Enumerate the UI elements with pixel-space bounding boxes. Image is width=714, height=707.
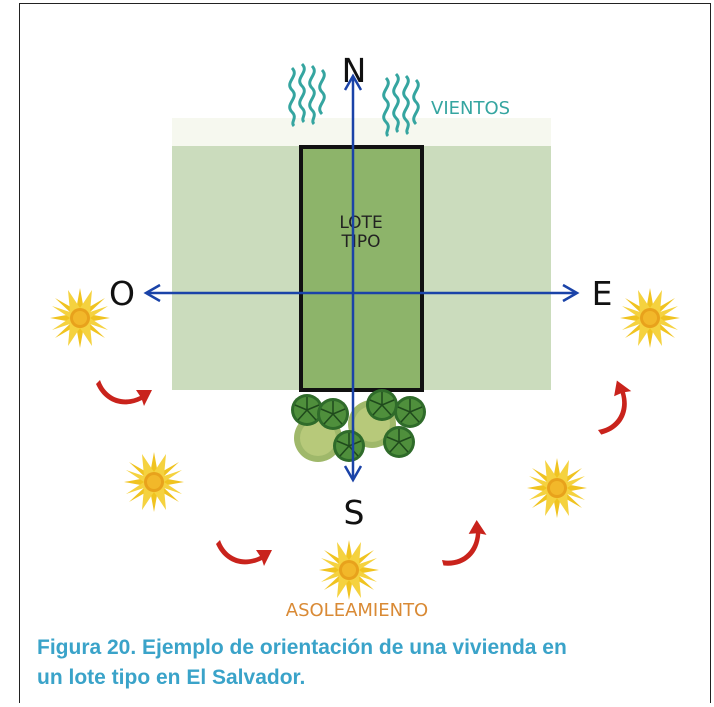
sun-icon: [50, 288, 110, 348]
west-label: O: [109, 274, 135, 313]
sun-path-arrow-icon: [216, 540, 272, 566]
compass-arrows: [143, 73, 580, 483]
sun-path-arrow-icon: [96, 380, 152, 406]
sun-path-arrow-icon: [597, 378, 633, 439]
side-lot-east: [422, 146, 551, 390]
figure-caption: Figura 20. Ejemplo de orientación de una…: [37, 633, 697, 693]
sun-icon: [124, 452, 184, 512]
caption-line1: Figura 20. Ejemplo de orientación de una…: [37, 636, 567, 659]
side-lot-west: [172, 146, 301, 390]
figure-frame: [19, 3, 711, 703]
winds-label: VIENTOS: [431, 98, 510, 119]
sun-label: ASOLEAMIENTO: [286, 600, 428, 621]
sun-path-arrow-icon: [440, 514, 491, 577]
wind-icon: [288, 62, 326, 128]
lot-label-line2: TIPO: [340, 232, 380, 252]
lot-label-line1: LOTE: [339, 213, 382, 233]
north-label: N: [342, 51, 367, 90]
south-label: S: [344, 493, 365, 532]
east-label: E: [592, 274, 613, 313]
sun-icon: [620, 288, 680, 348]
tree-icon: [290, 388, 427, 463]
sun-icon: [527, 458, 587, 518]
lot-tipo: [299, 145, 424, 392]
orientation-diagram: LOTE TIPO N S O E VIENTOS ASOLEAM: [50, 51, 680, 621]
sun-icon: [319, 540, 379, 600]
caption-line2: un lote tipo en El Salvador.: [37, 666, 306, 689]
street-band: [172, 118, 551, 146]
